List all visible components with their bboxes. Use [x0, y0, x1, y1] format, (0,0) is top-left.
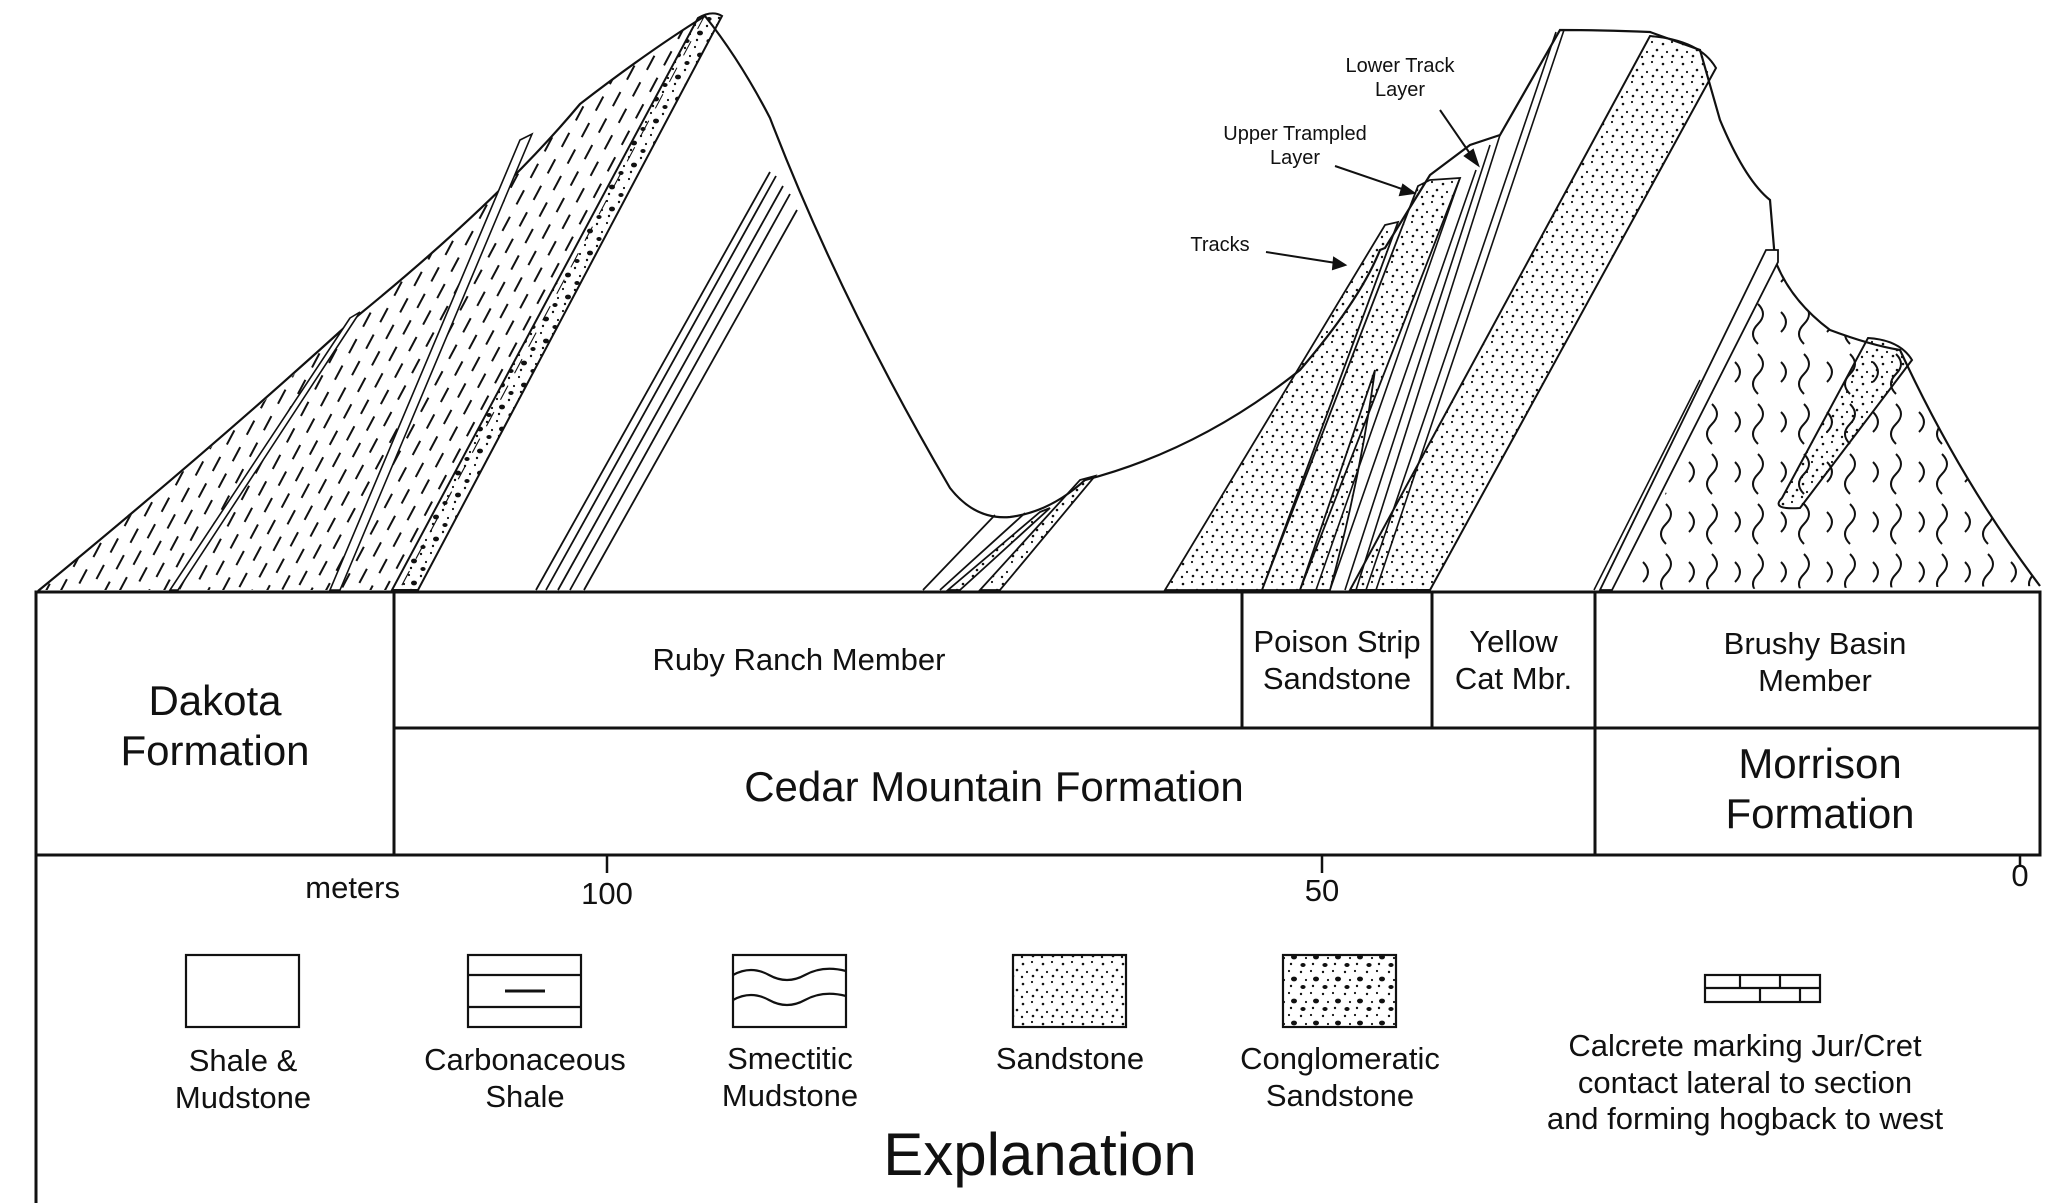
swatch-sandstone	[1011, 953, 1128, 1029]
swatch-smectitic	[731, 953, 848, 1029]
legend-label-calcrete: Calcrete marking Jur/Cret contact latera…	[1546, 1028, 1944, 1137]
unit-ruby-ranch-member: Ruby Ranch Member	[652, 642, 946, 677]
yellow-cat-sandstone-bed	[1348, 34, 1718, 591]
valley-sandstone-ledge-2	[945, 507, 1051, 591]
poison-strip-upper-bed	[1260, 177, 1462, 591]
legend-label-carbonaceous: Carbonaceous Shale	[424, 1042, 626, 1114]
scale-tick-50: 50	[1304, 873, 1340, 908]
unit-yellow-cat-member: Yellow Cat Mbr.	[1454, 624, 1573, 696]
ground-surface-line	[37, 14, 2041, 592]
calcrete-ledge	[1598, 249, 1779, 591]
scale-tick-100: 100	[581, 876, 633, 911]
legend-label-smectitic: Smectitic Mudstone	[721, 1041, 859, 1113]
scale-unit-label: meters	[305, 870, 400, 905]
unit-brushy-basin-member: Brushy Basin Member	[1723, 626, 1907, 698]
swatch-shale	[184, 953, 301, 1029]
label-lower-track-layer: Lower Track Layer	[1345, 55, 1455, 101]
swatch-carbonaceous	[466, 953, 583, 1029]
ruby-ranch-ledges	[535, 171, 798, 591]
legend-label-sandstone: Sandstone	[995, 1041, 1145, 1076]
unit-dakota-formation: Dakota Formation	[120, 677, 310, 774]
swatch-conglomeratic	[1281, 953, 1398, 1029]
stratigraphic-table	[34, 590, 2042, 1203]
dakota-shale-slope	[40, 16, 705, 590]
valley-sandstone-ledge-1	[977, 474, 1098, 591]
label-upper-trampled-layer: Upper Trampled Layer	[1223, 123, 1367, 169]
scale-tick-0: 0	[2011, 858, 2029, 893]
dakota-conglomeratic-ridge	[390, 12, 724, 591]
legend-label-conglomeratic: Conglomeratic Sandstone	[1240, 1041, 1440, 1113]
unit-cedar-mountain-formation: Cedar Mountain Formation	[744, 763, 1244, 810]
unit-morrison-formation: Morrison Formation	[1725, 740, 1915, 837]
scale-ticks	[605, 855, 2022, 873]
swatch-calcrete	[1703, 973, 1822, 1004]
unit-poison-strip-sandstone: Poison Strip Sandstone	[1253, 624, 1421, 696]
label-tracks: Tracks	[1190, 234, 1250, 256]
brushy-basin-sandstone-lens	[1777, 336, 1914, 510]
topographic-profile	[36, 12, 2041, 594]
legend-swatches	[184, 953, 1822, 1029]
dakota-thin-ledge	[328, 132, 534, 591]
legend-title: Explanation	[883, 1121, 1197, 1188]
legend-label-shale: Shale & Mudstone	[174, 1043, 312, 1115]
annotation-arrows	[1265, 109, 1480, 271]
